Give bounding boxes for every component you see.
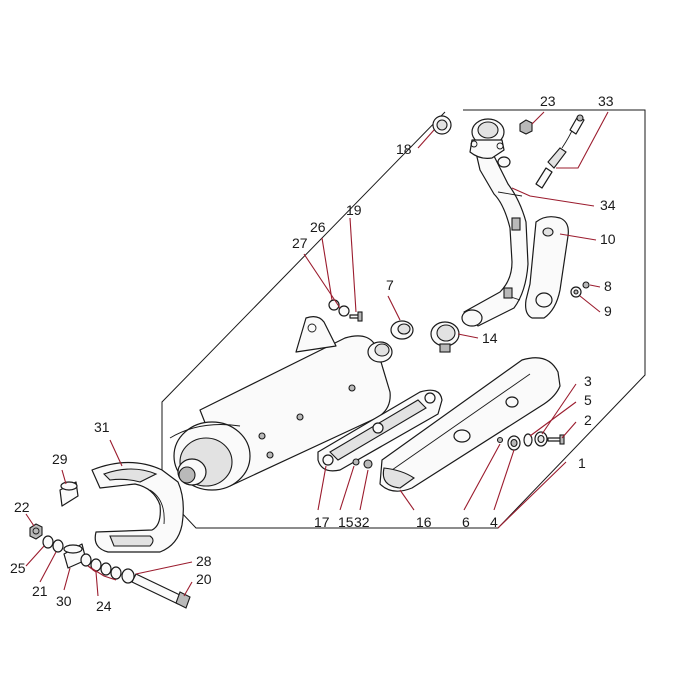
callout-8: 8 — [604, 278, 612, 294]
nut-8 — [582, 281, 590, 289]
callout-9: 9 — [604, 303, 612, 319]
leader-line-1 — [497, 461, 567, 529]
leader-line-29 — [61, 469, 67, 485]
callout-10: 10 — [600, 231, 616, 247]
leader-line-17 — [317, 465, 327, 511]
washer-3 — [534, 431, 548, 447]
callout-6: 6 — [462, 514, 470, 530]
callout-26: 26 — [310, 219, 326, 235]
nut-22 — [29, 523, 43, 540]
callout-3: 3 — [584, 373, 592, 389]
leader-line-4 — [493, 449, 515, 511]
callout-16: 16 — [416, 514, 432, 530]
bolt-19 — [349, 311, 363, 322]
leader-line-5 — [529, 401, 577, 437]
leader-line-31 — [109, 439, 123, 467]
callout-20: 20 — [196, 571, 212, 587]
clamp-14 — [430, 321, 460, 353]
leader-line-23 — [531, 111, 545, 125]
callout-25: 25 — [10, 560, 26, 576]
leader-line-7 — [387, 295, 401, 321]
callout-24: 24 — [96, 598, 112, 614]
leader-line-6 — [463, 443, 501, 511]
callout-21: 21 — [32, 583, 48, 599]
leader-line-8 — [589, 284, 601, 288]
leader-line-16 — [399, 489, 415, 511]
callout-33: 33 — [598, 93, 614, 109]
leader-line-14 — [457, 333, 479, 339]
leader-line-26 — [321, 237, 333, 301]
washer-4 — [507, 435, 521, 451]
washer-6 — [496, 436, 504, 444]
leader-line-28 — [135, 561, 193, 575]
leader-line-34 — [511, 187, 595, 207]
assembly-frame — [161, 109, 646, 529]
spacer-29 — [59, 481, 79, 507]
leader-line-24 — [87, 565, 117, 597]
nut-32 — [363, 459, 373, 469]
nut-23 — [519, 119, 533, 135]
callout-17: 17 — [314, 514, 330, 530]
shield-bracket-17 — [317, 389, 443, 472]
washer-28 — [121, 568, 135, 584]
support-brace-31 — [91, 461, 184, 553]
callout-28: 28 — [196, 553, 212, 569]
muffler-body — [169, 316, 393, 491]
callout-2: 2 — [584, 412, 592, 428]
callout-4: 4 — [490, 514, 498, 530]
leader-line-18 — [417, 129, 435, 149]
leader-line-22 — [25, 513, 35, 527]
spacer-30 — [63, 543, 87, 569]
bolt-2 — [547, 434, 565, 445]
callout-32: 32 — [354, 514, 370, 530]
leader-line-2 — [561, 421, 577, 439]
exhaust-pipe-34 — [461, 118, 529, 327]
callout-22: 22 — [14, 499, 30, 515]
bolt-20 — [131, 573, 191, 609]
hanger-bracket-10 — [525, 216, 569, 319]
washer-5 — [523, 433, 533, 447]
leader-line-3 — [541, 383, 577, 435]
callout-29: 29 — [52, 451, 68, 467]
callout-19: 19 — [346, 202, 362, 218]
leader-line-21 — [39, 551, 57, 583]
callout-1: 1 — [578, 455, 586, 471]
heat-shield-16 — [379, 357, 561, 492]
leader-line-20 — [183, 581, 193, 597]
leader-line-19 — [349, 217, 357, 313]
gasket-18 — [432, 115, 452, 135]
callout-34: 34 — [600, 197, 616, 213]
callout-15: 15 — [338, 514, 354, 530]
washer-25 — [42, 535, 54, 549]
callout-31: 31 — [94, 419, 110, 435]
washer-9 — [570, 286, 582, 298]
leader-line-15 — [339, 465, 355, 511]
washer-15 — [352, 458, 360, 466]
leader-line-27 — [303, 253, 341, 309]
washer-21 — [52, 539, 64, 553]
callout-7: 7 — [386, 277, 394, 293]
leader-line-10 — [559, 233, 597, 241]
leader-line-9 — [579, 295, 601, 313]
leader-line-30 — [63, 567, 71, 591]
washer-27 — [338, 305, 350, 317]
callout-5: 5 — [584, 392, 592, 408]
leader-line-32 — [359, 469, 369, 511]
callout-14: 14 — [482, 330, 498, 346]
gasket-7 — [390, 320, 414, 340]
oxygen-sensor-33 — [535, 114, 585, 189]
callout-27: 27 — [292, 235, 308, 251]
callout-30: 30 — [56, 593, 72, 609]
washer-stack-24 — [80, 553, 122, 580]
leader-line-33 — [556, 111, 609, 169]
callout-18: 18 — [396, 141, 412, 157]
leader-line-25 — [25, 545, 45, 567]
callout-23: 23 — [540, 93, 556, 109]
